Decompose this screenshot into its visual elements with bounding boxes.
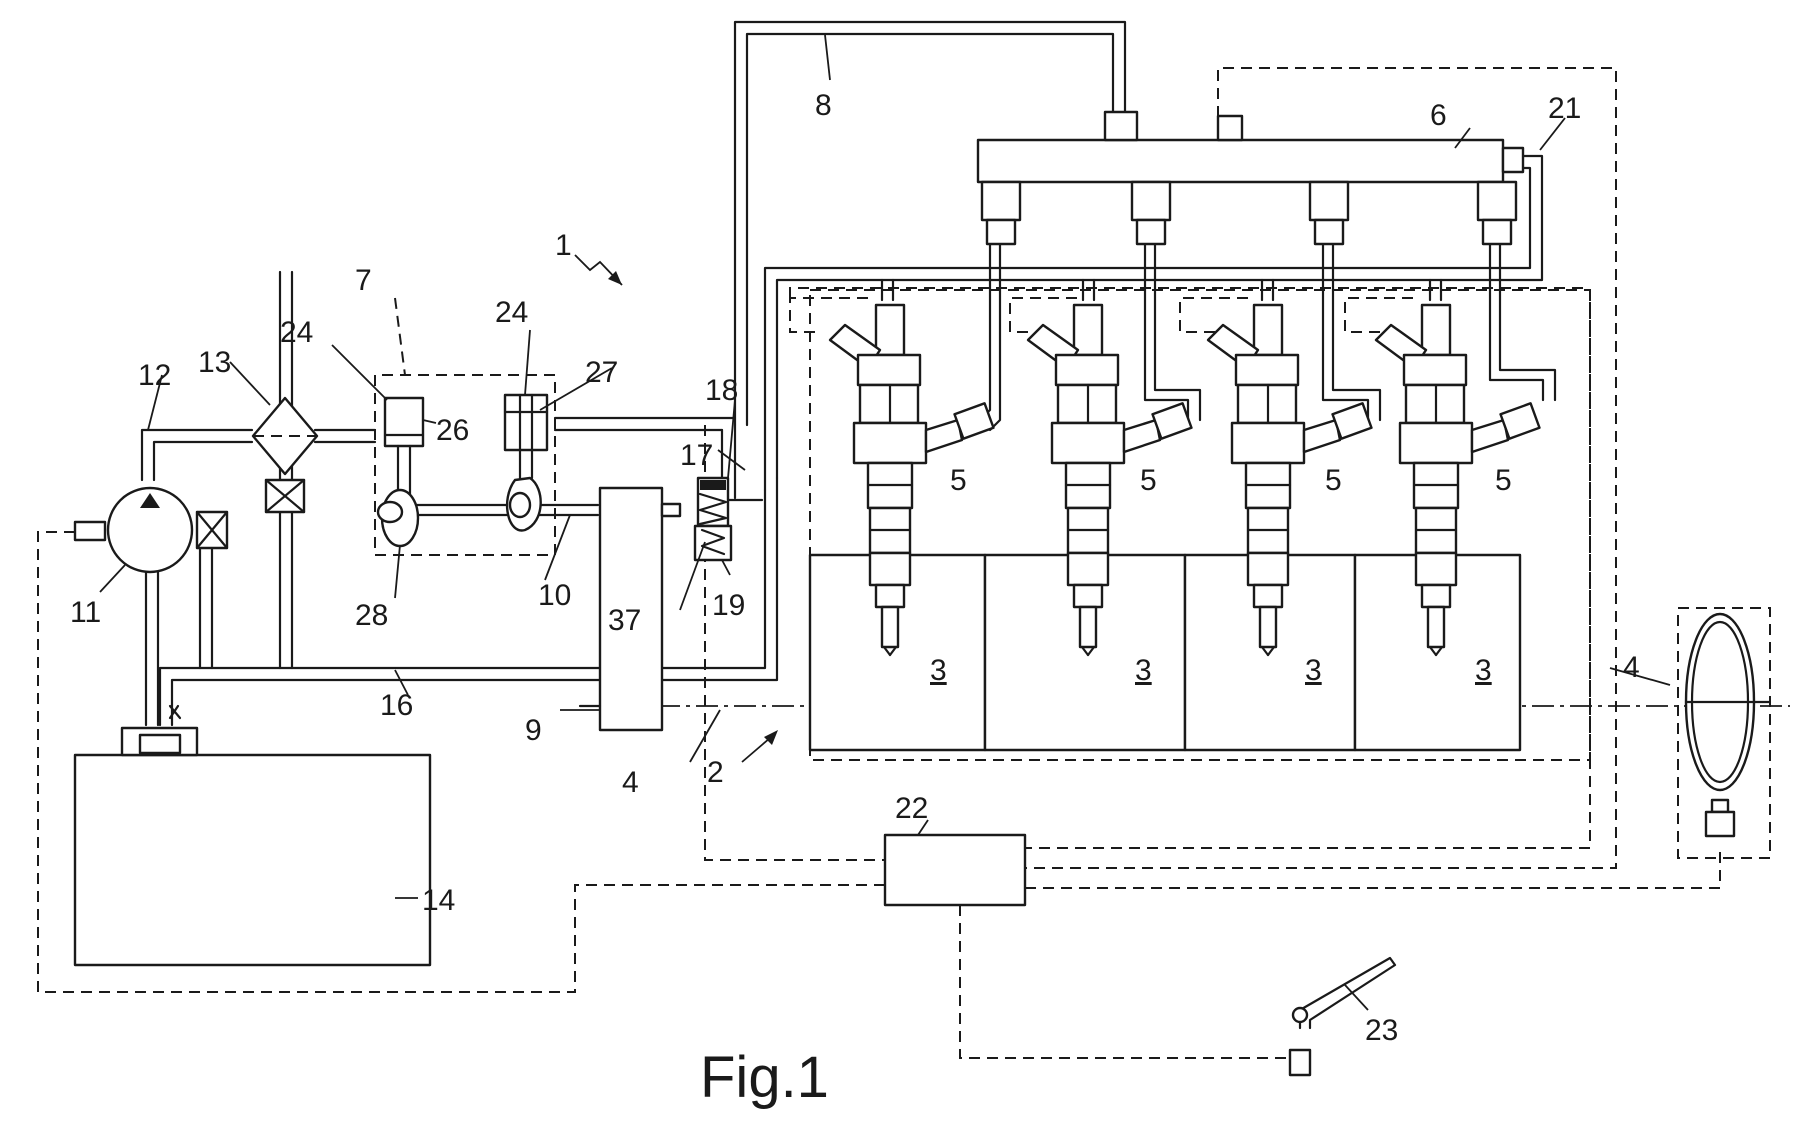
label-suction-pipe: 12 xyxy=(138,359,171,392)
label-valve-body: 19 xyxy=(712,589,745,622)
label-pump-assembly: 7 xyxy=(355,264,372,297)
label-drive-unit: 9 xyxy=(525,714,542,747)
label-spring: 37 xyxy=(608,604,641,637)
label-control-unit: 22 xyxy=(895,792,928,825)
label-engine: 2 xyxy=(707,756,724,789)
pressure-regulator-valve xyxy=(695,478,731,560)
label-crankshaft-left: 4 xyxy=(622,766,639,799)
label-injector-4: 5 xyxy=(1495,464,1512,497)
label-cylinder-1: 3 xyxy=(930,654,947,687)
control-unit xyxy=(885,835,1025,905)
label-element-left: 26 xyxy=(436,414,469,447)
label-crankshaft-right: 4 xyxy=(1623,651,1640,684)
label-valve-assembly: 17 xyxy=(680,439,713,472)
label-pressure-sensor: 21 xyxy=(1548,92,1581,125)
label-injector-1: 5 xyxy=(950,464,967,497)
label-pumping-element-right: 24 xyxy=(495,296,528,329)
label-cam: 28 xyxy=(355,599,388,632)
label-delivery-pipe: 8 xyxy=(815,89,832,122)
label-injector-2: 5 xyxy=(1140,464,1157,497)
figure-caption: Fig.1 xyxy=(700,1045,829,1110)
label-pumping-element-left: 24 xyxy=(280,316,313,349)
label-shaft: 10 xyxy=(538,579,571,612)
label-tank: 14 xyxy=(422,884,455,917)
label-valve-outlet: 18 xyxy=(705,374,738,407)
fuel-tank xyxy=(75,706,430,965)
label-feed-pump: 11 xyxy=(70,596,101,629)
label-filter: 13 xyxy=(198,346,231,379)
flywheel xyxy=(1686,614,1770,836)
label-return-pipe: 16 xyxy=(380,689,413,722)
label-accelerator-pedal: 23 xyxy=(1365,1014,1398,1047)
label-rail: 6 xyxy=(1430,99,1447,132)
feed-pump xyxy=(75,488,227,572)
label-cylinder-3: 3 xyxy=(1305,654,1322,687)
label-system: 1 xyxy=(555,229,572,262)
label-cylinder-4: 3 xyxy=(1475,654,1492,687)
fuel-filter xyxy=(253,398,317,512)
label-cylinder-2: 3 xyxy=(1135,654,1152,687)
label-piston: 27 xyxy=(585,356,618,389)
label-injector-3: 5 xyxy=(1325,464,1342,497)
engine-block xyxy=(810,290,1590,760)
